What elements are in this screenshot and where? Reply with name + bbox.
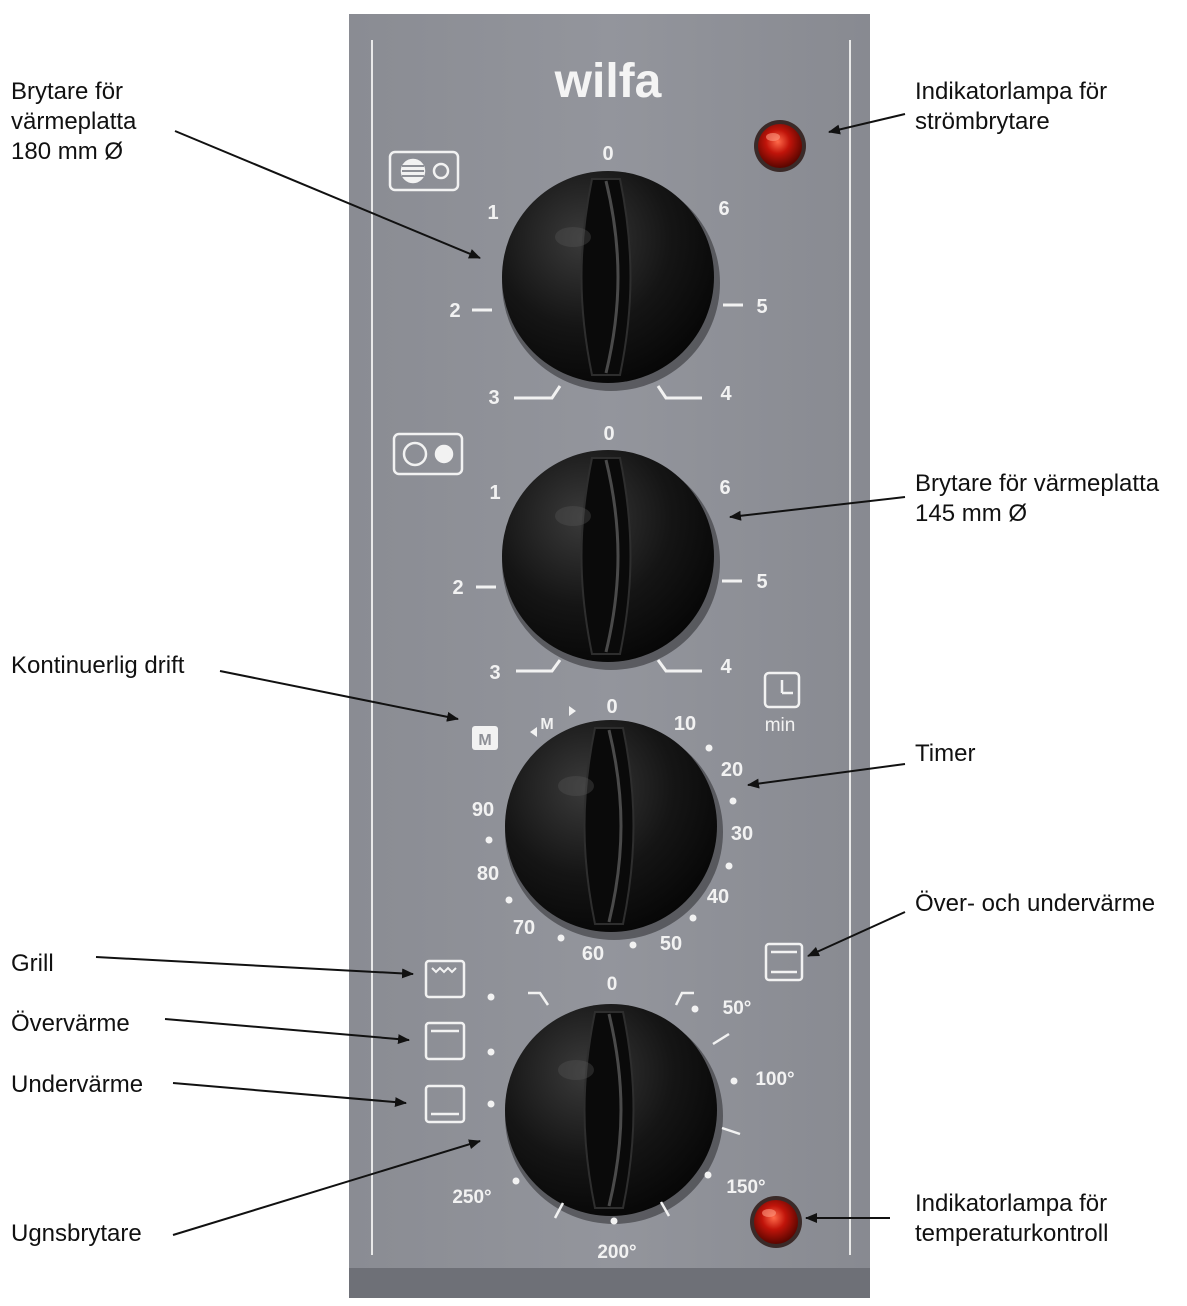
panel-bottom-edge xyxy=(349,1268,870,1298)
timer-label-90: 90 xyxy=(472,799,494,821)
hp1-label-4: 4 xyxy=(720,383,732,405)
timer-label-0: 0 xyxy=(606,696,617,718)
callout-hotplate-180: Brytare för värmeplatta 180 mm Ø xyxy=(11,77,136,167)
hp2-label-1: 1 xyxy=(489,482,500,504)
knob-grip xyxy=(585,728,634,924)
timer-label-60: 60 xyxy=(582,943,604,965)
timer-label-30: 30 xyxy=(731,823,753,845)
callout-grill: Grill xyxy=(11,949,54,979)
timer-label-40: 40 xyxy=(707,886,729,908)
hp1-label-1: 1 xyxy=(487,202,498,224)
knob-grip xyxy=(582,179,631,375)
power-indicator-lamp xyxy=(754,120,806,172)
hp2-label-6: 6 xyxy=(719,477,730,499)
hp2-label-5: 5 xyxy=(756,571,767,593)
hp2-label-0: 0 xyxy=(603,423,614,445)
oven-label-100: 100° xyxy=(755,1069,794,1090)
oven-label-150: 150° xyxy=(726,1177,765,1198)
callout-temp-lamp: Indikatorlampa för temperaturkontroll xyxy=(915,1189,1108,1249)
callout-oven-switch: Ugnsbrytare xyxy=(11,1219,142,1249)
callout-power-lamp: Indikatorlampa för strömbrytare xyxy=(915,77,1107,137)
hp1-label-3: 3 xyxy=(488,387,499,409)
oven-label-50: 50° xyxy=(723,998,752,1019)
svg-text:M: M xyxy=(478,732,491,749)
callout-hotplate-145: Brytare för värmeplatta 145 mm Ø xyxy=(915,469,1159,529)
hp1-label-6: 6 xyxy=(718,198,729,220)
timer-label-m: M xyxy=(540,716,553,733)
hp2-label-3: 3 xyxy=(489,662,500,684)
timer-label-10: 10 xyxy=(674,713,696,735)
callout-bottom-heat: Undervärme xyxy=(11,1070,143,1100)
continuous-mode-badge: M xyxy=(472,726,498,750)
timer-label-80: 80 xyxy=(477,863,499,885)
knob-gloss xyxy=(558,776,594,796)
brand-logo: wilfa xyxy=(554,55,662,108)
hp2-label-4: 4 xyxy=(720,656,732,678)
knob-gloss xyxy=(558,1060,594,1080)
hp1-label-5: 5 xyxy=(756,296,767,318)
hp1-label-2: 2 xyxy=(449,300,460,322)
timer-label-20: 20 xyxy=(721,759,743,781)
timer-label-50: 50 xyxy=(660,933,682,955)
hp1-label-0: 0 xyxy=(602,143,613,165)
knob-gloss xyxy=(555,227,591,247)
timer-label-70: 70 xyxy=(513,917,535,939)
callout-top-heat: Övervärme xyxy=(11,1009,130,1039)
hp2-label-2: 2 xyxy=(452,577,463,599)
callout-continuous: Kontinuerlig drift xyxy=(11,651,184,681)
knob-grip xyxy=(585,1012,634,1208)
knob-grip xyxy=(582,458,631,654)
temperature-indicator-lamp xyxy=(750,1196,802,1248)
callout-timer: Timer xyxy=(915,739,975,769)
oven-label-0: 0 xyxy=(607,974,618,995)
timer-unit-label: min xyxy=(765,715,796,736)
knob-gloss xyxy=(555,506,591,526)
oven-label-250: 250° xyxy=(452,1187,491,1208)
callout-top-bottom-heat: Över- och undervärme xyxy=(915,889,1155,919)
oven-label-200: 200° xyxy=(597,1242,636,1263)
